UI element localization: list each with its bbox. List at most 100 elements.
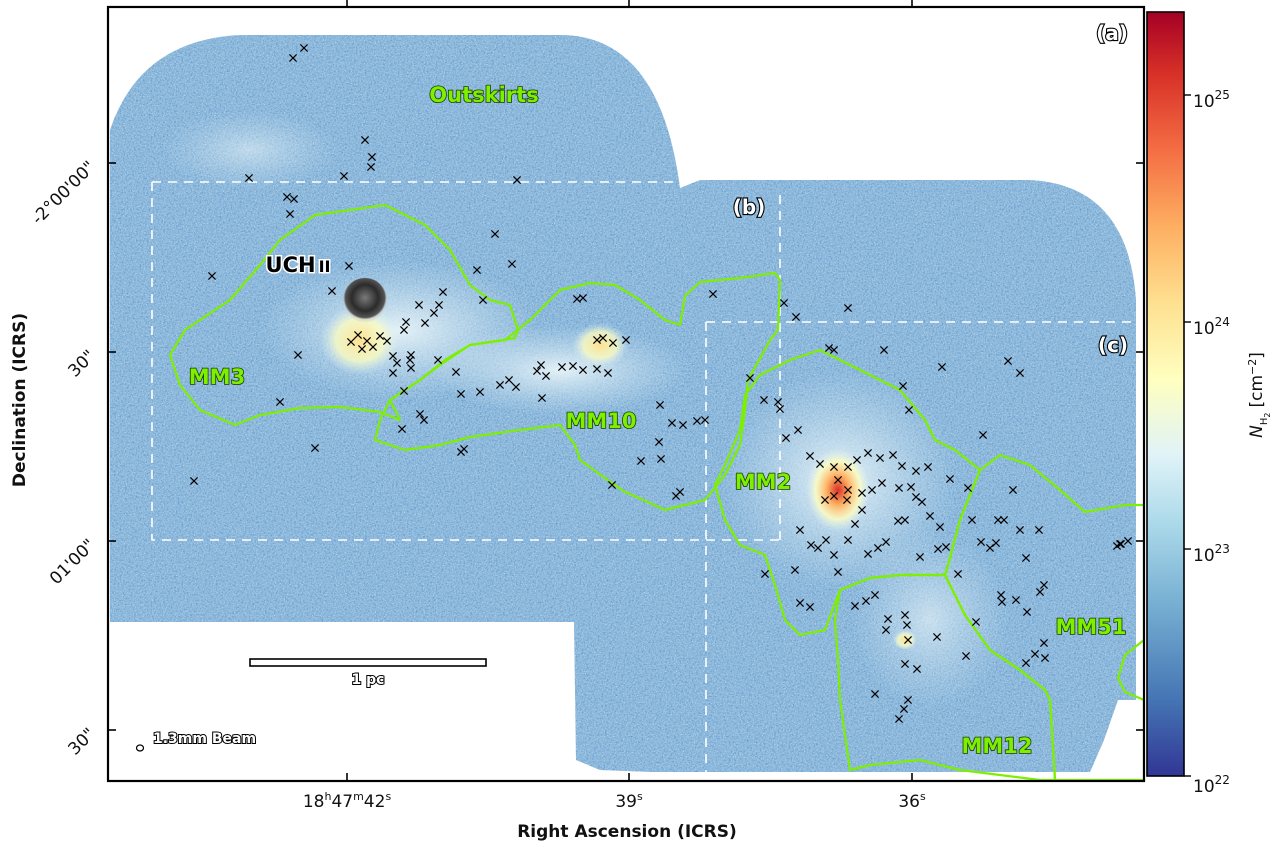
source-marker bbox=[397, 424, 407, 434]
source-marker bbox=[993, 515, 1003, 525]
source-marker bbox=[903, 635, 913, 645]
source-marker bbox=[999, 515, 1009, 525]
source-marker bbox=[941, 542, 951, 552]
source-marker bbox=[285, 209, 295, 219]
source-marker bbox=[791, 312, 801, 322]
source-marker bbox=[353, 330, 363, 340]
source-marker bbox=[820, 495, 830, 505]
source-marker bbox=[399, 386, 409, 396]
source-marker bbox=[857, 488, 867, 498]
source-marker bbox=[779, 298, 789, 308]
source-marker bbox=[1039, 580, 1049, 590]
source-marker bbox=[434, 300, 444, 310]
source-marker bbox=[843, 485, 853, 495]
source-marker bbox=[881, 537, 891, 547]
source-marker bbox=[388, 368, 398, 378]
source-marker bbox=[438, 287, 448, 297]
source-marker bbox=[863, 549, 873, 559]
source-marker bbox=[532, 366, 542, 376]
source-marker bbox=[1040, 653, 1050, 663]
source-marker bbox=[897, 461, 907, 471]
source-marker bbox=[607, 480, 617, 490]
source-marker bbox=[598, 333, 608, 343]
source-marker bbox=[775, 404, 785, 414]
source-marker bbox=[392, 358, 402, 368]
source-marker bbox=[873, 543, 883, 553]
source-marker bbox=[671, 491, 681, 501]
source-marker bbox=[189, 476, 199, 486]
contour-mm12 bbox=[833, 573, 1057, 781]
scale-bar-label: 1 pc bbox=[352, 672, 385, 688]
source-marker bbox=[557, 362, 567, 372]
source-marker bbox=[289, 194, 299, 204]
source-marker bbox=[971, 617, 981, 627]
source-marker bbox=[843, 535, 853, 545]
source-marker bbox=[843, 303, 853, 313]
source-marker bbox=[881, 625, 891, 635]
colorbar-ticks bbox=[1184, 94, 1191, 777]
source-marker bbox=[933, 544, 943, 554]
contour-mm2 bbox=[713, 348, 982, 637]
source-marker bbox=[339, 171, 349, 181]
source-marker bbox=[456, 389, 466, 399]
source-marker bbox=[985, 543, 995, 553]
y-tick-label-2: 01'00" bbox=[46, 535, 100, 589]
source-marker bbox=[935, 522, 945, 532]
region-contours bbox=[168, 203, 1144, 781]
source-marker bbox=[842, 495, 852, 505]
source-marker bbox=[478, 295, 488, 305]
source-marker bbox=[1008, 485, 1018, 495]
source-marker bbox=[932, 632, 942, 642]
source-marker bbox=[608, 338, 618, 348]
source-marker bbox=[275, 397, 285, 407]
colorbar-label: NH2[cm−2] bbox=[1246, 352, 1272, 438]
source-marker bbox=[850, 601, 860, 611]
source-marker bbox=[382, 336, 392, 346]
x-tick-label-1: 39s bbox=[615, 790, 643, 812]
source-marker bbox=[708, 289, 718, 299]
source-marker bbox=[511, 382, 521, 392]
source-marker bbox=[405, 355, 415, 365]
source-marker bbox=[902, 620, 912, 630]
beam-ellipse bbox=[135, 744, 145, 752]
source-marker bbox=[1123, 536, 1133, 546]
source-marker bbox=[420, 318, 430, 328]
source-marker bbox=[367, 152, 377, 162]
source-marker bbox=[898, 381, 908, 391]
colorbar bbox=[1146, 11, 1185, 777]
source-marker bbox=[700, 415, 710, 425]
source-marker bbox=[406, 363, 416, 373]
source-marker bbox=[472, 265, 482, 275]
source-marker bbox=[578, 293, 588, 303]
source-marker bbox=[451, 367, 461, 377]
source-marker bbox=[976, 537, 986, 547]
source-marker bbox=[667, 418, 677, 428]
source-marker bbox=[915, 552, 925, 562]
source-marker bbox=[541, 371, 551, 381]
source-marker bbox=[459, 444, 469, 454]
source-marker bbox=[1115, 539, 1125, 549]
source-marker bbox=[1034, 525, 1044, 535]
source-marker bbox=[346, 337, 356, 347]
source-marker bbox=[536, 360, 546, 370]
source-marker bbox=[967, 515, 977, 525]
source-marker bbox=[1030, 649, 1040, 659]
contour-mm3 bbox=[168, 203, 520, 427]
source-marker bbox=[805, 602, 815, 612]
source-marker bbox=[760, 569, 770, 579]
source-marker bbox=[824, 343, 834, 353]
source-marker bbox=[852, 455, 862, 465]
plot-frame bbox=[106, 5, 1146, 783]
source-marker bbox=[504, 375, 514, 385]
source-marker bbox=[795, 598, 805, 608]
source-marker bbox=[805, 451, 815, 461]
source-marker bbox=[401, 317, 411, 327]
source-marker bbox=[850, 519, 860, 529]
source-marker bbox=[829, 550, 839, 560]
source-marker bbox=[1015, 525, 1025, 535]
source-marker bbox=[475, 387, 485, 397]
source-marker bbox=[299, 43, 309, 53]
source-marker bbox=[833, 475, 843, 485]
y-tick-label-1: 30" bbox=[65, 346, 100, 381]
cbar-tick-23: 1023 bbox=[1193, 542, 1230, 566]
